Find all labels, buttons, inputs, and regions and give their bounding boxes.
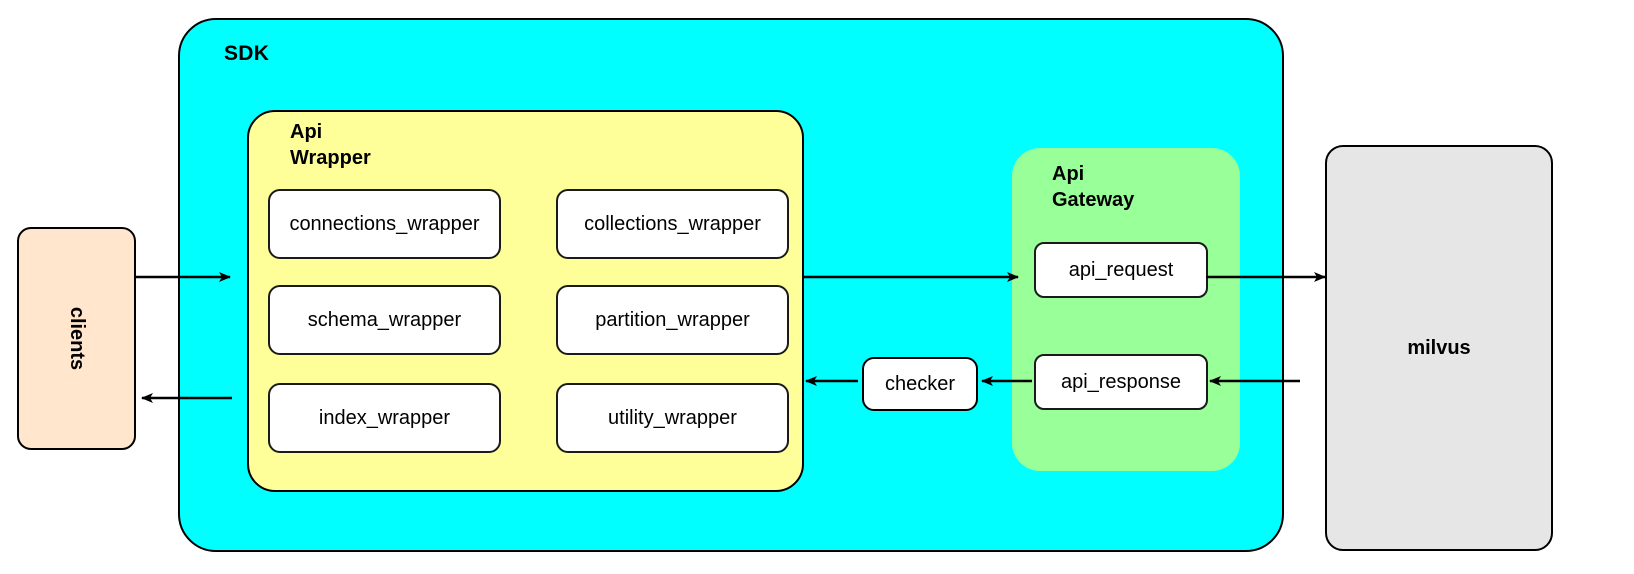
api-gateway-container[interactable]: Api Gateway api_request api_response: [1012, 148, 1240, 471]
api-wrapper-label-line2: Wrapper: [290, 146, 371, 169]
card-partition-wrapper[interactable]: partition_wrapper: [556, 285, 789, 355]
card-schema-wrapper[interactable]: schema_wrapper: [268, 285, 501, 355]
sdk-label: SDK: [224, 42, 270, 65]
milvus-label: milvus: [1407, 336, 1471, 359]
api-gateway-label-line1: Api: [1052, 163, 1085, 185]
card-collections-wrapper[interactable]: collections_wrapper: [556, 189, 789, 259]
card-connections-wrapper[interactable]: connections_wrapper: [268, 189, 501, 259]
card-index-wrapper[interactable]: index_wrapper: [268, 383, 501, 453]
card-utility-wrapper[interactable]: utility_wrapper: [556, 383, 789, 453]
api-gateway-label-line2: Gateway: [1052, 188, 1135, 211]
milvus-node[interactable]: milvus: [1325, 145, 1553, 551]
card-api-response[interactable]: api_response: [1034, 354, 1208, 410]
checker-node[interactable]: checker: [862, 357, 978, 411]
api-wrapper-label: Api Wrapper: [290, 120, 410, 171]
api-wrapper-container[interactable]: Api Wrapper connections_wrapper collecti…: [247, 110, 804, 492]
clients-label: clients: [65, 306, 88, 371]
api-gateway-label: Api Gateway: [1052, 162, 1182, 213]
card-api-request[interactable]: api_request: [1034, 242, 1208, 298]
sdk-container[interactable]: SDK Api Wrapper connections_wrapper coll…: [178, 18, 1284, 552]
clients-node[interactable]: clients: [17, 227, 136, 450]
api-wrapper-label-line1: Api: [290, 121, 323, 143]
